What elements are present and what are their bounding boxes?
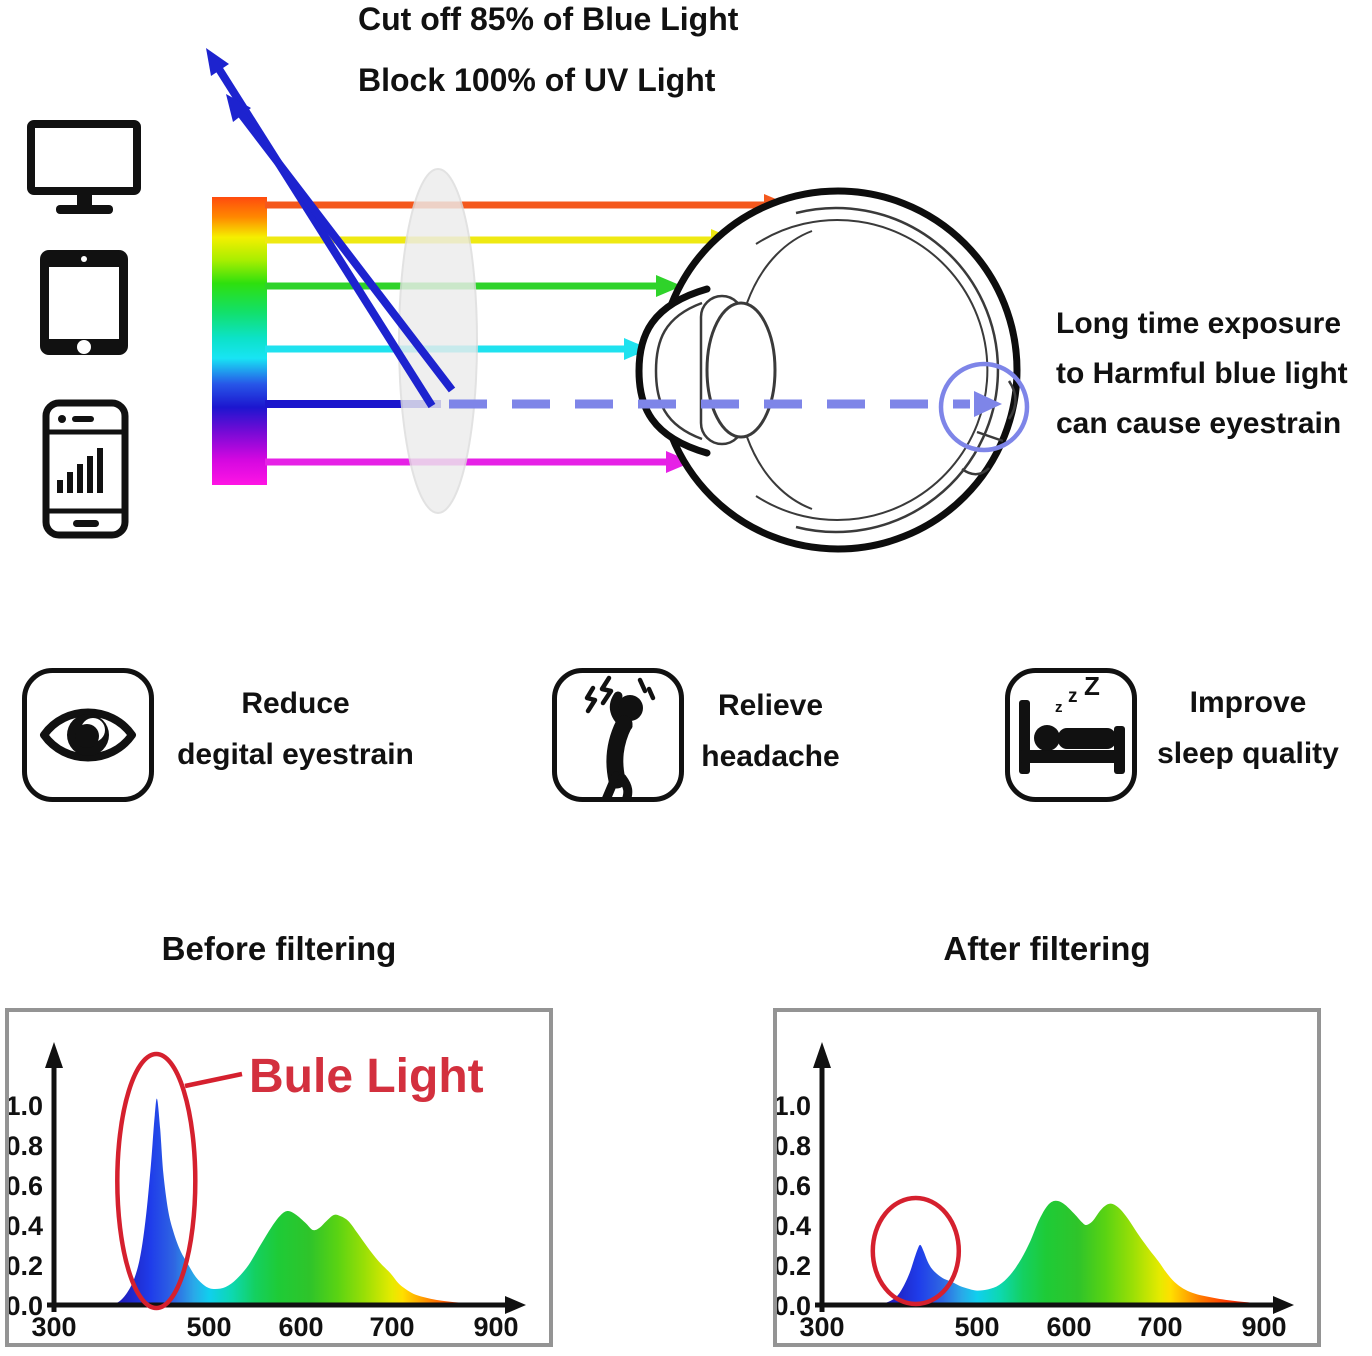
benefit-2-line-1: Relieve [717,689,824,722]
eyeball-diagram [635,187,1021,553]
y-tick-label: 0.6 [9,1171,43,1201]
fovea-notch [1007,380,1017,420]
ray-magenta-arrowhead [666,451,692,473]
headache-icon [552,668,684,802]
x-tick-label: 300 [799,1312,844,1342]
tablet-icon [40,250,128,355]
y-tick-label: 0.4 [777,1211,811,1241]
y-tick-label: 0.2 [9,1251,43,1281]
benefit-3-line-1: Improve [1189,686,1307,719]
eye-caption: Long time exposure to Harmful blue light… [1056,299,1348,449]
retina-highlight-circle [938,361,1030,453]
transmitted-dashed-arrow [449,391,1002,417]
y-tick-label: 0.8 [9,1131,43,1161]
annotation-ellipse [115,1051,198,1311]
caption-line-1: Long time exposure [1056,307,1342,340]
y-tick-label: 0.0 [9,1291,43,1321]
ray-green-arrowhead [656,275,682,297]
retina-line [755,219,989,521]
before-chart-title: Before filtering [161,930,397,967]
sleep-z-3: Z [1084,671,1100,701]
y-tick-label: 0.2 [777,1251,811,1281]
y-axis-arrowhead [813,1042,831,1068]
y-tick-label: 1.0 [9,1091,43,1121]
sclera-inner-line [795,206,1000,534]
eye-icon [22,668,154,802]
annotation-label: Bule Light [249,1050,484,1103]
x-tick-label: 600 [1046,1312,1091,1342]
benefit-1-line-1: Reduce [241,687,350,720]
reflected-arrow-2 [237,111,456,393]
headline-line-2: Block 100% of UV Light [358,62,716,98]
x-tick-label: 300 [31,1312,76,1342]
benefit-3-line-2: sleep quality [1157,737,1339,770]
monitor-icon [27,120,141,214]
y-tick-label: 0.6 [777,1171,811,1201]
x-tick-label: 900 [1241,1312,1286,1342]
ray-cyan-arrowhead [624,338,650,360]
reflected-arrow-1-head [206,48,229,76]
benefit-1-line-2: degital eyestrain [177,738,414,771]
caption-line-3: can cause eyestrain [1056,407,1342,440]
glasses-lens [398,168,478,514]
sleep-z-2: z [1068,686,1078,707]
dashed-ray-arrowhead [974,391,1002,417]
blue-light-diagram [27,48,1030,553]
x-tick-label: 700 [1137,1312,1182,1342]
y-axis-arrowhead [45,1042,63,1068]
reflected-arrow-2-head [226,94,251,122]
spectrum-area [877,1200,1277,1305]
x-tick-label: 700 [369,1312,414,1342]
y-tick-label: 0.4 [9,1211,43,1241]
smartphone-icon [42,399,129,539]
after-chart-title: After filtering [943,930,1151,967]
eye-lens [705,301,777,439]
x-tick-label: 500 [954,1312,999,1342]
caption-line-2: to Harmful blue light [1056,357,1348,390]
annotation-ellipse [870,1195,962,1307]
x-tick-label: 900 [473,1312,518,1342]
y-tick-label: 0.8 [777,1131,811,1161]
reflected-blue-arrows [206,48,456,409]
annotation-connector [184,1071,243,1089]
y-tick-label: 1.0 [777,1091,811,1121]
sleep-icon: z z Z [1005,668,1137,802]
spectrum-bar [212,197,267,485]
spectrum-area [106,1098,504,1305]
sleep-z-1: z [1055,699,1063,716]
x-tick-label: 500 [186,1312,231,1342]
benefit-2-line-2: headache [701,740,840,773]
cornea [639,289,707,453]
x-axis-arrowhead [1273,1296,1294,1314]
y-tick-label: 0.0 [777,1291,811,1321]
x-axis-arrowhead [505,1296,526,1314]
headline-line-1: Cut off 85% of Blue Light [358,1,739,37]
x-tick-label: 600 [278,1312,323,1342]
